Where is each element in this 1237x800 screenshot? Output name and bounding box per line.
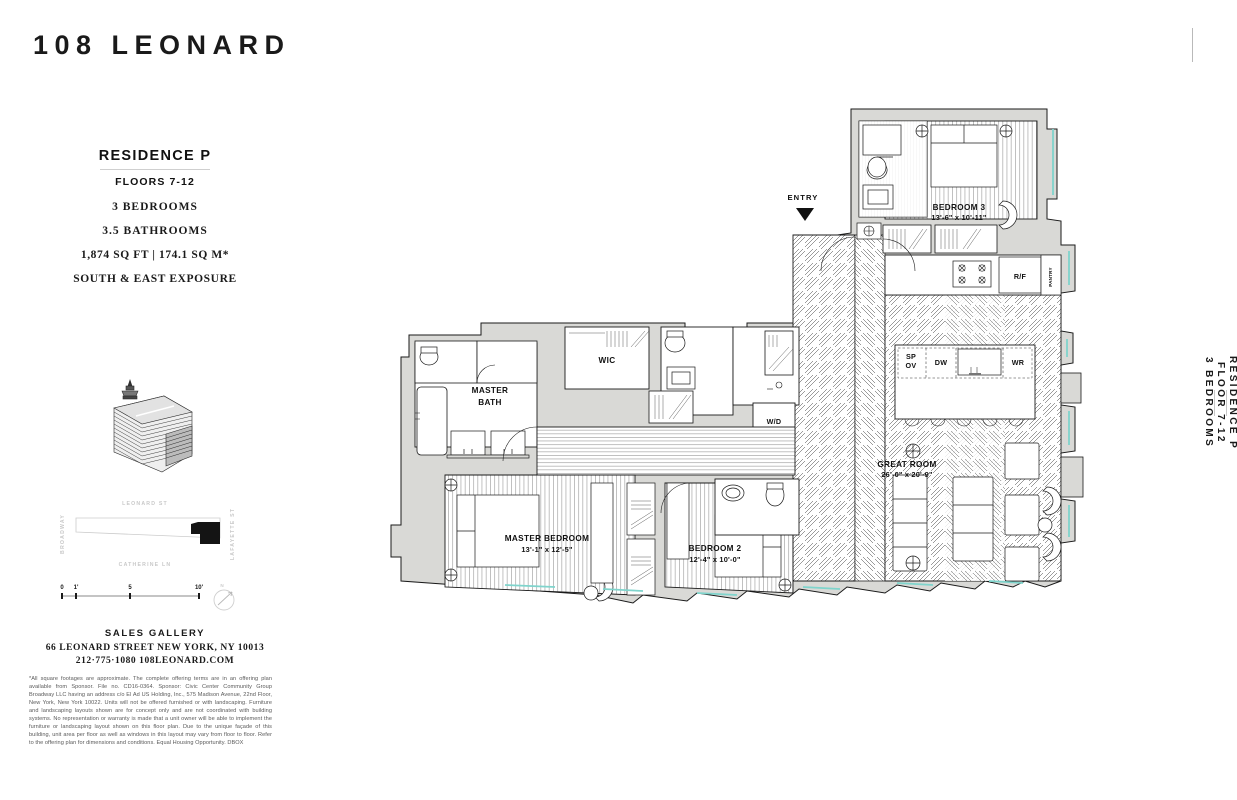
appliance-label-wr: WR [1012,358,1025,367]
site-map: LEONARD ST CATHERINE LN BROADWAY LAFAYET… [50,492,250,577]
closet-band [882,224,998,254]
room-label-wic: WIC [599,356,616,365]
page-title: 108 LEONARD [33,30,291,60]
bathrooms-count: 3.5 BATHROOMS [102,225,208,237]
appliance-label-ov: OV [906,361,917,370]
pantry-label: PANTRY [1048,267,1053,287]
exposure-label: SOUTH & EAST EXPOSURE [73,273,237,285]
sitemap-street-top: LEONARD ST [122,501,168,507]
master-closet-column [590,482,656,596]
refrigerator [998,256,1042,294]
appliance-label-wd: W/D [767,417,782,426]
vertical-caption: RESIDENCE P FLOOR 7-12 3 BEDROOMS [1203,228,1237,578]
room-label-bedroom-2: BEDROOM 2 [689,544,742,553]
entry-hall-floor [793,235,855,581]
appliance-label-dw: DW [935,358,947,367]
sales-gallery-contact[interactable]: 212·775·1080 108LEONARD.COM [75,656,235,666]
svg-text:N: N [220,583,224,588]
entry-label: ENTRY [788,193,819,202]
bath3-fixtures [862,124,902,210]
scale-tick-0: 0 [60,585,64,591]
vcaption-bedrooms: 3 BEDROOMS [1203,357,1214,449]
room-label-master-bath-1: MASTER [472,386,509,395]
scale-bar: 0 1' 5 10' N [52,574,252,621]
floor-plan-drawing: R/F PANTRY SP OV DW WR [385,95,1095,700]
master-bath-closet [476,340,538,384]
entry-marker: ENTRY [788,193,819,221]
gallery-hall-floor [536,426,796,476]
appliance-label-sp: SP [906,352,916,361]
door-swings [476,236,916,514]
vcaption-residence: RESIDENCE P [1227,355,1237,451]
compass-north-icon [213,589,235,611]
bedrooms-count: 3 BEDROOMS [112,201,198,213]
area-label: 1,874 SQ FT | 174.1 SQ M* [80,249,230,261]
room-label-great-room: GREAT ROOM [877,460,936,469]
room-label-master-bath-2: BATH [478,398,502,407]
scale-tick-5: 5 [128,585,132,591]
sales-gallery-title: SALES GALLERY [104,628,206,639]
room-dim-master-bedroom: 13'-1" x 12'-5" [521,545,573,554]
room-label-master-bedroom: MASTER BEDROOM [505,534,590,543]
island-sink [957,348,1002,376]
great-room-furniture [892,442,1062,582]
vcaption-divider-2 [1214,390,1215,416]
building-illustration [96,368,204,491]
pantry-closet [1040,254,1062,296]
window-glazing [504,129,1070,596]
scale-tick-10: 10' [195,585,204,591]
bathtub [416,386,448,456]
room-dim-great-room: 26'-0" x 20'-9" [881,470,933,479]
master-bedroom-furniture [444,478,614,602]
disclaimer-text: *All square footages are approximate. Th… [29,676,272,746]
cooktop [952,260,992,288]
scale-tick-1: 1' [74,585,79,591]
title-divider [100,169,210,170]
sales-gallery-address: 66 LEONARD STREET NEW YORK, NY 10013 [45,643,265,653]
sitemap-street-bottom: CATHERINE LN [119,562,172,568]
sitemap-street-right: LAFAYETTE ST [230,508,236,560]
sales-gallery-block: SALES GALLERY 66 LEONARD STREET NEW YORK… [20,628,290,666]
residence-info-block: RESIDENCE P FLOORS 7-12 3 BEDROOMS 3.5 B… [20,148,290,285]
vcaption-divider-1 [1226,390,1227,416]
vcaption-floor: FLOOR 7-12 [1215,362,1226,444]
appliance-label-rf: R/F [1014,272,1027,281]
room-label-bedroom-3: BEDROOM 3 [933,203,986,212]
residence-title: RESIDENCE P [98,148,212,164]
room-dim-bedroom-3: 13'-6" x 10'-11" [931,213,987,222]
corner-tick-mark [1192,28,1193,62]
bedroom3-furniture [915,124,1018,230]
room-dim-bedroom-2: 12'-4" x 10'-0" [689,555,741,564]
floors-label: FLOORS 7-12 [115,176,195,188]
hall-closet [648,390,694,424]
east-facade-bumpouts [1060,372,1084,498]
sitemap-street-left: BROADWAY [60,514,66,554]
